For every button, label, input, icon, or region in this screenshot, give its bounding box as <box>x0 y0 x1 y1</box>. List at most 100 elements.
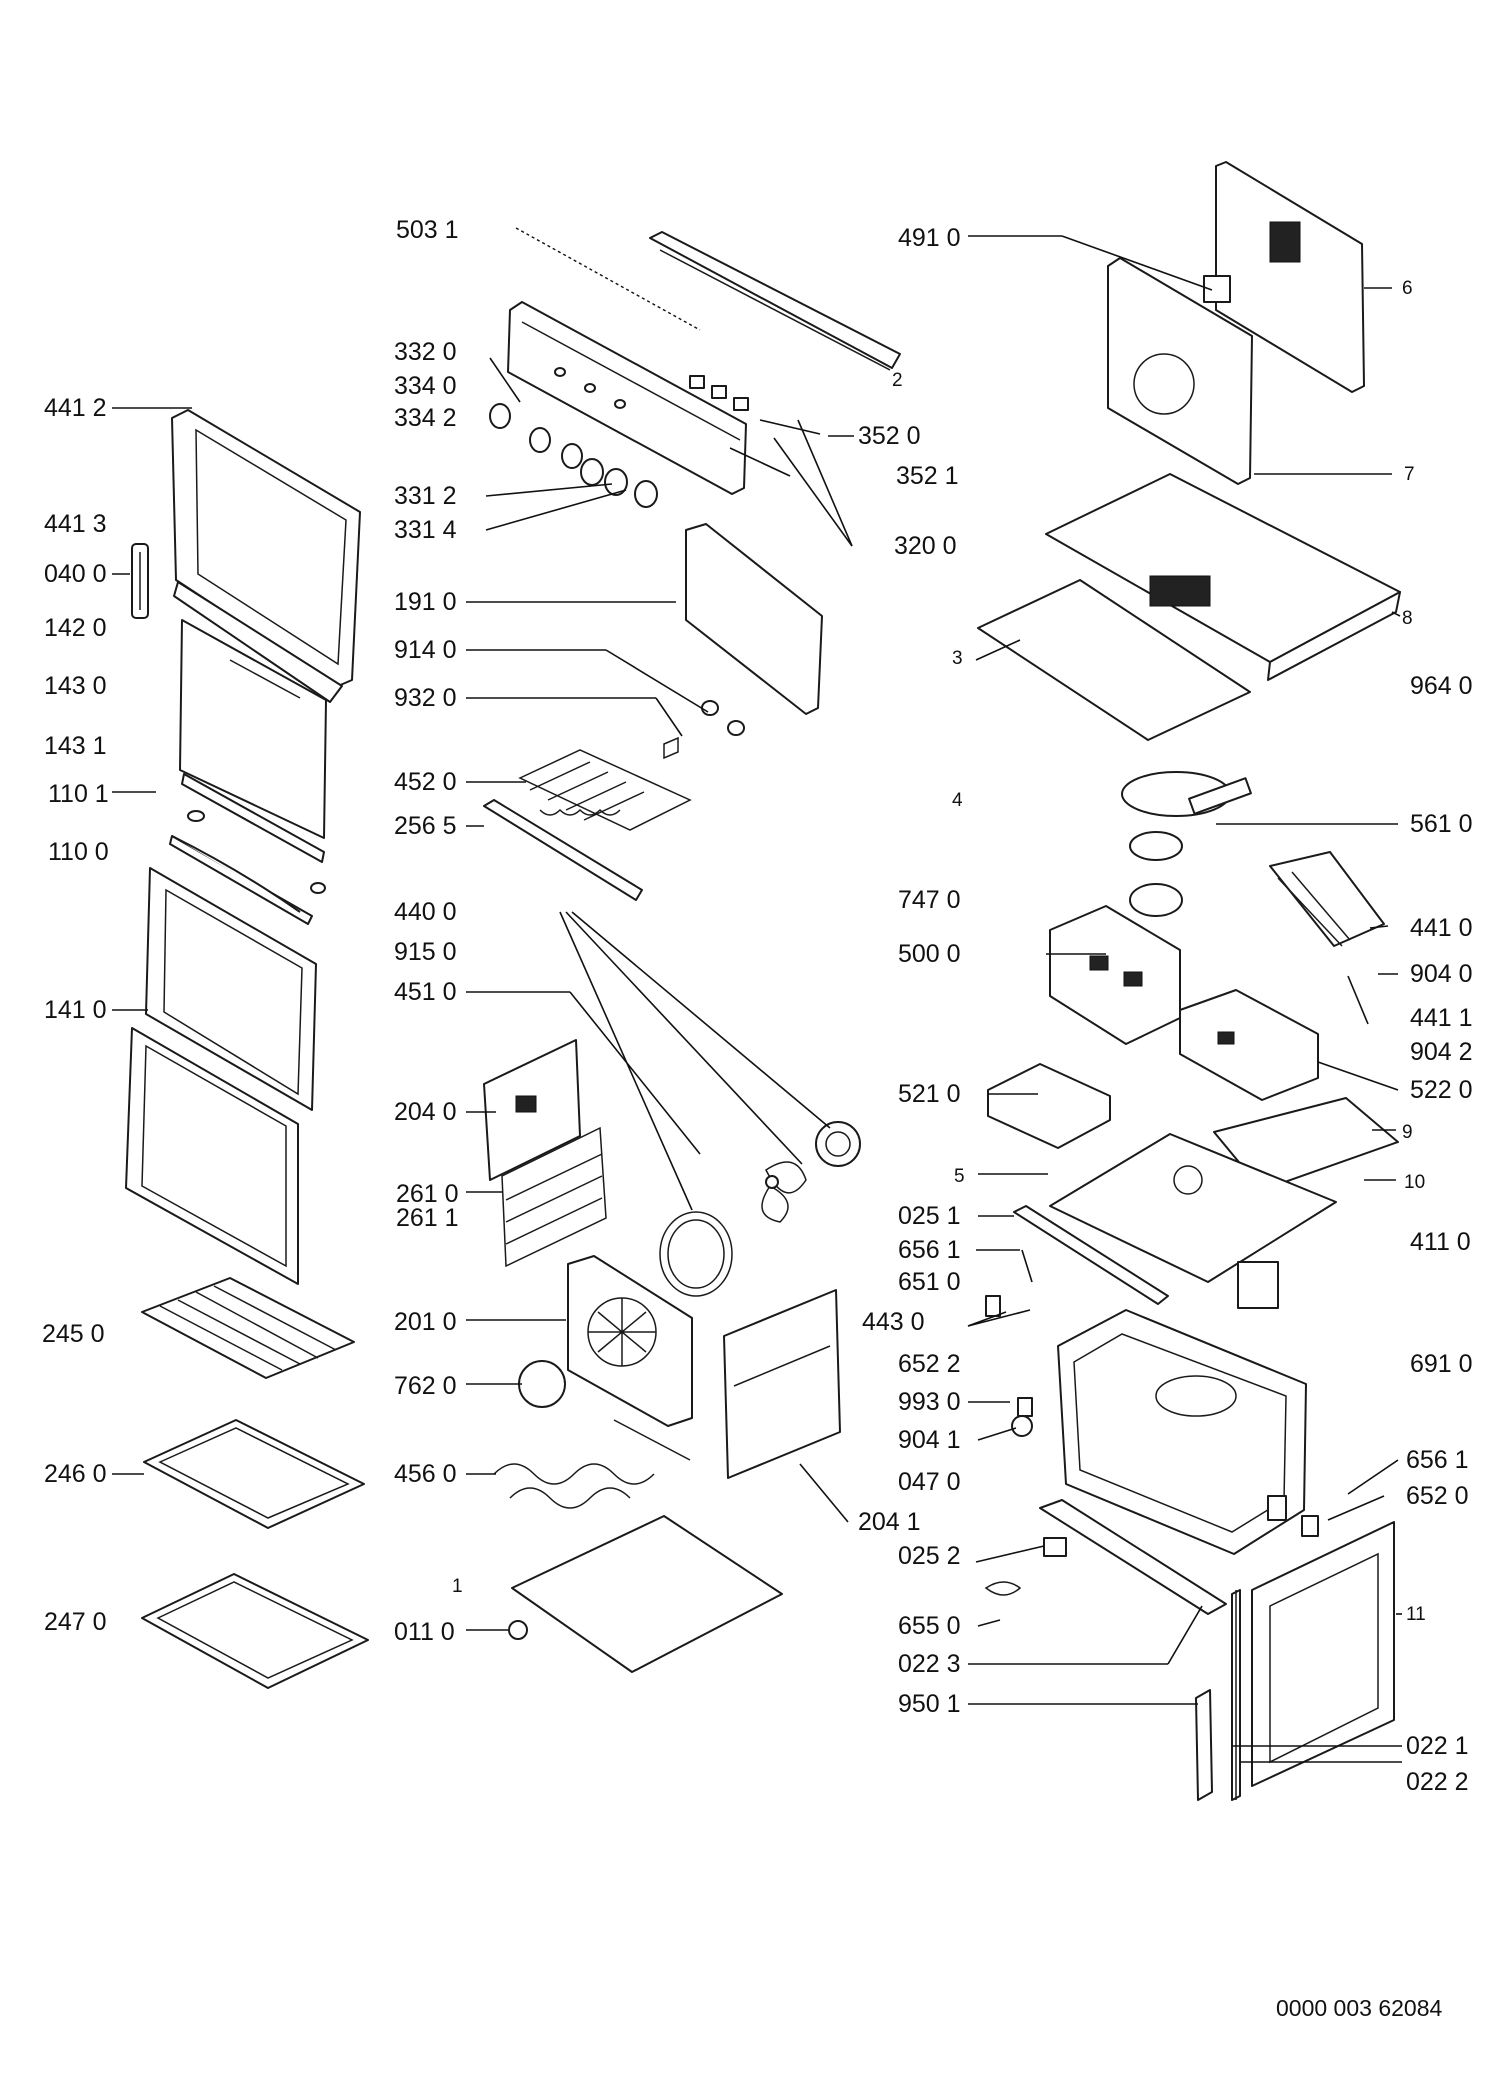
label-352-0: 352 0 <box>858 422 921 450</box>
label-762-0: 762 0 <box>394 1372 457 1400</box>
label-261-1: 261 1 <box>396 1204 459 1232</box>
label-025-2: 025 2 <box>898 1542 961 1570</box>
front-bracket-drawing <box>1013 1205 1169 1305</box>
label-6: 6 <box>1402 278 1413 299</box>
label-964-0: 964 0 <box>1410 672 1473 700</box>
part-drawings <box>125 161 1401 1801</box>
label-334-2: 334 2 <box>394 404 457 432</box>
circular-heater-drawing <box>659 1211 733 1297</box>
label-025-1: 025 1 <box>898 1202 961 1230</box>
label-331-2: 331 2 <box>394 482 457 510</box>
bottom-hinge-rail-drawing <box>1039 1499 1227 1615</box>
leader-lines <box>112 227 1402 1763</box>
tangential-fan-drawing <box>1269 851 1385 947</box>
thermostat-drawing <box>984 1537 1067 1596</box>
label-443-0: 443 0 <box>862 1308 925 1336</box>
label-656-1-lower: 656 1 <box>1406 1446 1469 1474</box>
grill-cover-strip-drawing <box>483 799 643 901</box>
terminal-block-drawing <box>987 1063 1111 1149</box>
foot-drawing <box>508 1620 528 1640</box>
label-451-0: 451 0 <box>394 978 457 1006</box>
label-904-2: 904 2 <box>1410 1038 1473 1066</box>
side-rails-drawing <box>501 1126 607 1268</box>
label-500-0: 500 0 <box>898 940 961 968</box>
label-915-0: 915 0 <box>394 938 457 966</box>
document-id: 0000 003 62084 <box>1276 1995 1442 2021</box>
label-9: 9 <box>1402 1122 1413 1143</box>
part-number-labels: 503 1 332 0 334 0 334 2 331 2 331 4 191 … <box>42 216 1473 1796</box>
label-011-0: 011 0 <box>394 1618 455 1646</box>
hinge-bar-drawing <box>171 835 326 913</box>
label-204-0: 204 0 <box>394 1098 457 1126</box>
label-4: 4 <box>952 790 963 811</box>
label-503-1: 503 1 <box>396 216 459 244</box>
label-452-0: 452 0 <box>394 768 457 796</box>
label-441-2: 441 2 <box>44 394 107 422</box>
wire-shelf-drawing <box>141 1277 355 1379</box>
side-trims-drawing <box>1195 1589 1241 1801</box>
label-904-1: 904 1 <box>898 1426 961 1454</box>
label-656-1-upper: 656 1 <box>898 1236 961 1264</box>
oven-cavity-drawing <box>1057 1261 1307 1555</box>
label-143-0: 143 0 <box>44 672 107 700</box>
insulation-sheet-drawing <box>977 579 1251 741</box>
label-3: 3 <box>952 648 963 669</box>
label-204-1: 204 1 <box>858 1508 921 1536</box>
label-7: 7 <box>1404 464 1415 485</box>
label-904-0: 904 0 <box>1410 960 1473 988</box>
top-cover-drawing <box>1045 473 1401 681</box>
label-11: 11 <box>1406 1604 1426 1625</box>
control-module-drawing <box>1179 989 1319 1101</box>
oven-bottom-drawing <box>511 1515 783 1673</box>
control-knobs-drawing <box>489 403 658 508</box>
top-heating-element-drawing <box>518 749 692 831</box>
label-022-2: 022 2 <box>1406 1768 1469 1796</box>
deep-tray-drawing <box>143 1419 365 1529</box>
label-022-1: 022 1 <box>1406 1732 1469 1760</box>
door-switch-drawing <box>985 1295 1033 1437</box>
label-441-1: 441 1 <box>1410 1004 1473 1032</box>
label-2: 2 <box>892 370 903 391</box>
label-993-0: 993 0 <box>898 1388 961 1416</box>
label-142-0: 142 0 <box>44 614 107 642</box>
label-522-0: 522 0 <box>1410 1076 1473 1104</box>
label-1: 1 <box>452 1576 463 1597</box>
label-246-0: 246 0 <box>44 1460 107 1488</box>
label-411-0: 411 0 <box>1410 1228 1471 1256</box>
lower-heating-element-drawing <box>493 1419 691 1509</box>
module-board-drawing <box>1049 905 1181 1045</box>
label-441-3: 441 3 <box>44 510 107 538</box>
label-651-0: 651 0 <box>898 1268 961 1296</box>
baking-tray-drawing <box>141 1573 369 1689</box>
label-691-0: 691 0 <box>1410 1350 1473 1378</box>
label-110-1: 110 1 <box>48 780 109 808</box>
label-950-1: 950 1 <box>898 1690 961 1718</box>
rear-housing-drawing <box>1215 161 1365 393</box>
fan-motor-drawing <box>815 1121 861 1167</box>
lamp-holder-drawing <box>663 700 745 760</box>
label-332-0: 332 0 <box>394 338 457 366</box>
label-245-0: 245 0 <box>42 1320 105 1348</box>
label-747-0: 747 0 <box>898 886 961 914</box>
label-143-1: 143 1 <box>44 732 107 760</box>
oven-light-glass-drawing <box>685 523 823 715</box>
door-handle-drawing <box>131 543 149 619</box>
door-frame-drawing <box>171 409 361 703</box>
control-panel-drawing <box>507 301 749 495</box>
label-456-0: 456 0 <box>394 1460 457 1488</box>
label-261-0: 261 0 <box>396 1180 459 1208</box>
label-320-0: 320 0 <box>894 532 957 560</box>
cooling-fan-housing-drawing <box>1121 771 1252 917</box>
label-191-0: 191 0 <box>394 588 457 616</box>
label-247-0: 247 0 <box>44 1608 107 1636</box>
label-914-0: 914 0 <box>394 636 457 664</box>
label-141-0: 141 0 <box>44 996 107 1024</box>
label-256-5: 256 5 <box>394 812 457 840</box>
fan-blade-drawing <box>761 1161 807 1223</box>
rear-motor-plate-drawing <box>1107 257 1253 485</box>
label-352-1: 352 1 <box>896 462 959 490</box>
label-521-0: 521 0 <box>898 1080 961 1108</box>
top-rail-drawing <box>649 231 901 371</box>
label-652-2: 652 2 <box>898 1350 961 1378</box>
